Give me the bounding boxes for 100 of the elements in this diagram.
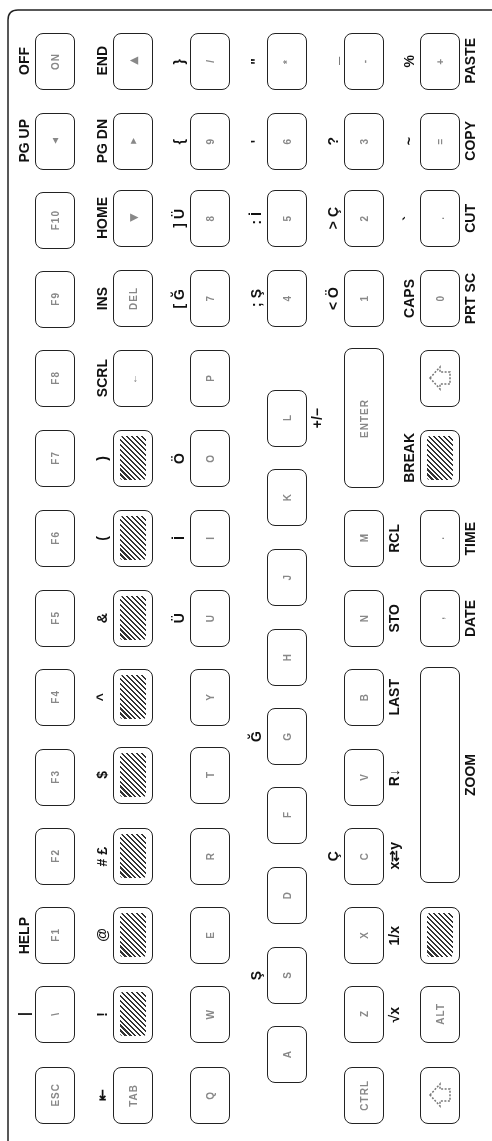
key-legend: 2: [358, 214, 370, 222]
key-legend: K: [281, 492, 293, 502]
keyboard-key: [190, 827, 230, 885]
key-legend: ON: [49, 52, 61, 70]
key-label: PASTE: [463, 38, 478, 84]
keyboard-key: [420, 589, 460, 647]
keyboard-key: [35, 509, 75, 567]
key-label: DATE: [463, 599, 478, 637]
keyboard-key: [420, 509, 460, 567]
keyboard-key: [113, 985, 153, 1043]
key-label: ": [249, 57, 264, 65]
keyboard-key: [420, 269, 460, 327]
keyboard-key: [113, 746, 153, 804]
keyboard-key: [420, 985, 460, 1043]
key-legend: 5: [281, 214, 293, 222]
key-label: # £: [95, 846, 110, 866]
key-legend: ENTER: [358, 398, 370, 438]
key-label: END: [95, 46, 110, 76]
key-legend: ▲: [49, 135, 61, 147]
keyboard-key: [267, 628, 307, 686]
key-legend: *: [281, 58, 293, 64]
key-label: ^: [95, 693, 110, 702]
key-legend: 7: [204, 294, 216, 302]
key-legend: /: [204, 59, 216, 63]
key-legend: +: [434, 57, 446, 65]
key-legend: 0: [434, 294, 446, 302]
key-label: CAPS: [402, 278, 417, 318]
key-label: %: [402, 55, 417, 68]
keyboard-key: [35, 1066, 75, 1124]
key-legend: U: [204, 613, 216, 623]
keyboard-key: [344, 32, 384, 90]
keyboard-key: [344, 589, 384, 647]
key-legend: DEL: [127, 286, 139, 310]
keyboard-key: [113, 112, 153, 170]
keyboard-key: [35, 985, 75, 1043]
key-label: ~: [402, 137, 417, 146]
key-legend: J: [281, 573, 293, 581]
keyboard-key: [344, 348, 384, 488]
keyboard-key: [267, 1025, 307, 1083]
keyboard-key: [420, 1066, 460, 1124]
key-label: ): [95, 455, 110, 461]
key-label: }: [172, 58, 187, 64]
keyboard-key: [267, 32, 307, 90]
keyboard-key: [267, 866, 307, 924]
key-label: LAST: [387, 678, 402, 716]
key-label: _: [326, 57, 341, 65]
key-legend: ←: [127, 372, 139, 384]
key-legend: \: [49, 1012, 61, 1016]
key-label: > Ç: [326, 207, 341, 230]
keyboard-key: [420, 349, 460, 407]
key-legend: 3: [358, 137, 370, 145]
keyboard-key: [267, 189, 307, 247]
key-legend: F: [281, 811, 293, 819]
key-label: Ğ: [249, 730, 264, 742]
key-legend: E: [204, 931, 216, 939]
keyboard-key: [35, 270, 75, 328]
keyboard-key: [35, 906, 75, 964]
keyboard-key: [113, 429, 153, 487]
key-legend: F9: [49, 292, 61, 306]
key-legend: 6: [281, 137, 293, 145]
keyboard-key: [35, 349, 75, 407]
keyboard-key: [344, 748, 384, 806]
keyboard-key: [190, 269, 230, 327]
key-label: ZOOM: [463, 754, 478, 796]
key-label: Ö: [172, 452, 187, 464]
key-legend: CTRL: [358, 1079, 370, 1111]
key-label: INS: [95, 286, 110, 310]
keyboard-key: [35, 589, 75, 647]
key-label: İ: [172, 536, 187, 540]
keyboard-key: [267, 468, 307, 526]
key-label: < Ö: [326, 286, 341, 310]
key-label: √x: [387, 1006, 402, 1022]
keyboard-key: [344, 269, 384, 327]
key-legend: F5: [49, 611, 61, 625]
keyboard-key: [420, 112, 460, 170]
keyboard-key: [344, 827, 384, 885]
keyboard-key: [35, 748, 75, 806]
key-label: ] Ü: [172, 208, 187, 228]
key-legend: .: [434, 216, 446, 220]
key-legend: N: [358, 613, 370, 623]
key-label: ⇤: [95, 1089, 110, 1101]
key-label: (: [95, 535, 110, 541]
keyboard-key: [35, 112, 75, 170]
key-legend: D: [281, 890, 293, 900]
keyboard-key: [113, 589, 153, 647]
keyboard-key: [113, 32, 153, 90]
key-legend: W: [204, 1008, 216, 1020]
key-legend: F7: [49, 451, 61, 465]
key-label: $: [95, 771, 110, 779]
keyboard-key: [113, 189, 153, 247]
keyboard-key: [344, 189, 384, 247]
key-label: [ Ğ: [172, 288, 187, 308]
keyboard-key: [113, 906, 153, 964]
keyboard-key: [35, 32, 75, 90]
keyboard-key: [35, 191, 75, 249]
key-legend: =: [434, 137, 446, 145]
key-label: COPY: [463, 121, 478, 161]
key-label: 1/x: [387, 925, 402, 945]
key-legend: S: [281, 971, 293, 979]
keyboard-key: [113, 349, 153, 407]
